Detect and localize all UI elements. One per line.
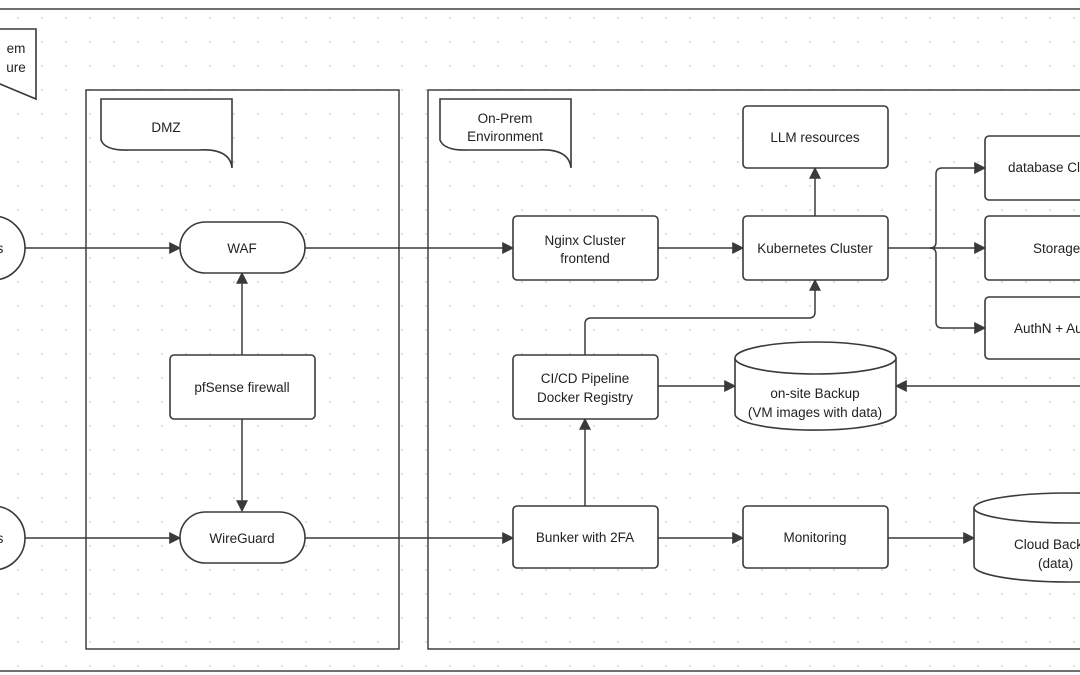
nginx-cluster-node-label-line1: Nginx Cluster [544, 233, 626, 248]
onsite-backup-node-label-line1: on-site Backup [770, 386, 859, 401]
kubernetes-cluster-node-label: Kubernetes Cluster [757, 241, 873, 256]
users-node-top-label: s [0, 241, 4, 256]
onprem-environment-label-line2: Environment [467, 129, 543, 144]
waf-node-label: WAF [227, 241, 257, 256]
database-cluster-node-label: database Clu [1008, 160, 1080, 175]
kubernetes-cluster-node: Kubernetes Cluster [742, 215, 889, 281]
onprem-environment-label: On-Prem Environment [439, 98, 572, 169]
cicd-pipeline-node-label-line2: Docker Registry [537, 390, 633, 405]
database-cluster-node: database Clu [984, 135, 1080, 201]
cloud-backup-node-label-line2: (data) [1038, 556, 1073, 571]
llm-resources-node: LLM resources [742, 105, 889, 169]
nginx-cluster-node: Nginx Cluster frontend [512, 215, 659, 281]
edges [25, 162, 1080, 544]
authn-node-label: AuthN + Au [1014, 321, 1080, 336]
waf-node: WAF [179, 221, 306, 274]
onprem-infrastructure-label: em ure [0, 28, 37, 101]
edge-cicd-to-kubernetes [584, 278, 821, 355]
cloud-backup-node: Cloud Back (data) [973, 492, 1080, 583]
onsite-backup-node: on-site Backup (VM images with data) [734, 341, 897, 431]
cicd-pipeline-node-label-line1: CI/CD Pipeline [541, 371, 630, 386]
onprem-infrastructure-label-line2: ure [6, 60, 26, 75]
nginx-cluster-node-label-line2: frontend [560, 251, 610, 266]
wireguard-node-label: WireGuard [209, 531, 274, 546]
bunker-node: Bunker with 2FA [512, 505, 659, 569]
users-node-bottom-label: s [0, 531, 4, 546]
cloud-backup-node-label-line1: Cloud Back [1014, 537, 1080, 552]
cicd-pipeline-node: CI/CD Pipeline Docker Registry [512, 354, 659, 420]
dmz-label-text: DMZ [151, 120, 180, 135]
edge-kubernetes-to-database [888, 162, 987, 249]
pfsense-firewall-node: pfSense firewall [169, 354, 316, 420]
edge-kubernetes-to-authn [929, 247, 987, 334]
onsite-backup-node-label-line2: (VM images with data) [748, 405, 882, 420]
dmz-label: DMZ [100, 98, 233, 169]
onprem-environment-label-line1: On-Prem [478, 111, 533, 126]
monitoring-node-label: Monitoring [783, 530, 846, 545]
wireguard-node: WireGuard [179, 511, 306, 564]
authn-node: AuthN + Au [984, 296, 1080, 360]
bunker-node-label: Bunker with 2FA [536, 530, 634, 545]
monitoring-node: Monitoring [742, 505, 889, 569]
storage-node: Storage [984, 215, 1080, 281]
storage-node-label: Storage [1033, 241, 1080, 256]
pfsense-firewall-node-label: pfSense firewall [194, 380, 289, 395]
llm-resources-node-label: LLM resources [770, 130, 860, 145]
onprem-infrastructure-label-line1: em [7, 41, 26, 56]
outer-frame [0, 8, 1080, 672]
dmz-frame [85, 89, 400, 650]
users-node-top: s [0, 215, 26, 281]
onprem-environment-frame [427, 89, 1080, 650]
users-node-bottom: s [0, 505, 26, 571]
